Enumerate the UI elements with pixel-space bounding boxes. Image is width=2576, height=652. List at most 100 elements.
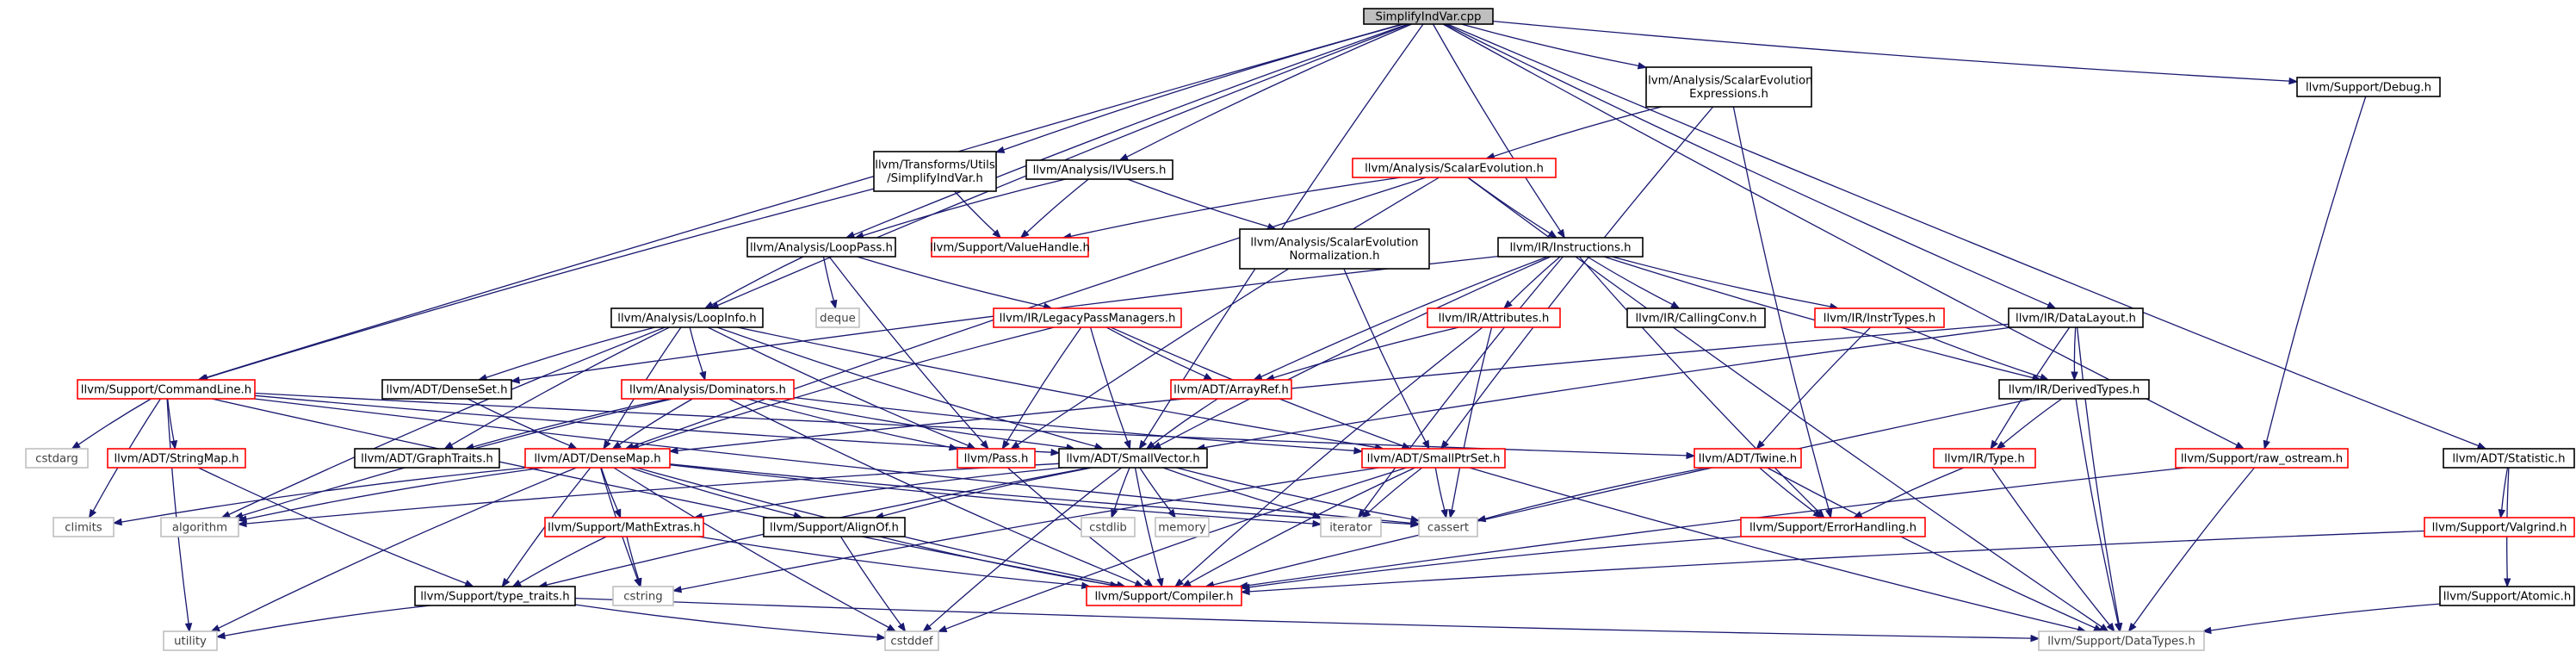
edge-twine-to-datatypes (1767, 467, 2103, 632)
edge-root-to-tu_siv (994, 23, 1404, 153)
node-label: llvm/Analysis/Dominators.h (629, 383, 786, 396)
node-commandline[interactable]: llvm/Support/CommandLine.h (77, 379, 256, 400)
edge-attributes-to-cassert (1448, 326, 1493, 519)
node-compiler[interactable]: llvm/Support/Compiler.h (1086, 586, 1242, 606)
node-atomic[interactable]: llvm/Support/Atomic.h (2439, 586, 2575, 606)
edge-root-to-sev_expr (1461, 23, 1648, 70)
node-type[interactable]: llvm/IR/Type.h (1933, 448, 2036, 469)
node-box (2008, 307, 2144, 328)
node-arrayref[interactable]: llvm/ADT/ArrayRef.h (1170, 379, 1292, 400)
edge-smallvector-to-mathextras (692, 467, 1063, 520)
node-derivedtypes[interactable]: llvm/IR/DerivedTypes.h (1998, 379, 2150, 400)
node-ivusers[interactable]: llvm/Analysis/IVUsers.h (1025, 159, 1173, 180)
node-box (1998, 379, 2150, 400)
node-raw-ostream[interactable]: llvm/Support/raw_ostream.h (2175, 448, 2349, 469)
node-statistic[interactable]: llvm/ADT/Statistic.h (2443, 448, 2575, 469)
edge-root-to-looppass (845, 23, 1409, 239)
node-box (2175, 448, 2349, 469)
node-label: SimplifyIndVar.cpp (1376, 10, 1482, 23)
node-label: llvm/IR/Attributes.h (1439, 312, 1550, 325)
node-box (1058, 448, 1208, 469)
node-box (957, 448, 1036, 469)
edge-attributes-to-compiler (1173, 326, 1483, 587)
node-mathextras[interactable]: llvm/Support/MathExtras.h (544, 517, 704, 537)
edge-sev_norm-to-smallptrset (1343, 268, 1430, 450)
edge-smallptrset-to-cstddef (937, 467, 1407, 633)
node-instructions[interactable]: llvm/IR/Instructions.h (1497, 237, 1644, 258)
node-sev[interactable]: llvm/Analysis/ScalarEvolution.h (1352, 158, 1557, 178)
node-label: llvm/ADT/SmallPtrSet.h (1367, 452, 1501, 465)
edge-commandline-to-cstdarg (71, 398, 152, 450)
node-smallptrset[interactable]: llvm/ADT/SmallPtrSet.h (1361, 448, 1506, 469)
node-climits: climits (53, 517, 115, 537)
edge-smallptrset-to-iterator (1361, 467, 1423, 518)
node-sev-expr[interactable]: llvm/Analysis/ScalarEvolutionExpressions… (1644, 66, 1813, 108)
node-denseset[interactable]: llvm/ADT/DenseSet.h (381, 379, 512, 400)
node-cassert: cassert (1418, 517, 1478, 537)
node-label: llvm/ADT/Twine.h (1699, 452, 1797, 465)
node-box (1155, 517, 1210, 537)
edge-mathextras-to-cstring (626, 536, 642, 588)
node-box (2443, 448, 2575, 469)
node-label: Normalization.h (1289, 250, 1379, 263)
edge-commandline-to-smallvector (254, 394, 1061, 456)
edge-datalayout-to-smallvector (1195, 326, 2013, 451)
node-twine[interactable]: llvm/ADT/Twine.h (1694, 448, 1802, 469)
edge-root-to-instructions (1432, 23, 1565, 239)
node-errorhandling[interactable]: llvm/Support/ErrorHandling.h (1740, 517, 1926, 537)
node-debug[interactable]: llvm/Support/Debug.h (2296, 77, 2441, 97)
node-label: utility (174, 635, 207, 648)
node-graphtraits[interactable]: llvm/ADT/GraphTraits.h (354, 448, 500, 469)
node-valuehandle[interactable]: llvm/Support/ValueHandle.h (930, 237, 1090, 258)
edge-densemap-to-climits (112, 467, 527, 526)
node-label: deque (820, 312, 856, 325)
node-box (1427, 307, 1561, 328)
node-label: llvm/Support/MathExtras.h (548, 521, 701, 534)
node-loopinfo[interactable]: llvm/Analysis/LoopInfo.h (610, 307, 764, 328)
node-label: llvm/ADT/DenseMap.h (534, 452, 660, 465)
node-sev-norm[interactable]: llvm/Analysis/ScalarEvolutionNormalizati… (1239, 228, 1430, 270)
node-root[interactable]: SimplifyIndVar.cpp (1363, 8, 1494, 25)
edge-twine-to-cassert (1476, 467, 1707, 523)
node-label: cassert (1427, 521, 1469, 534)
node-stringmap[interactable]: llvm/ADT/StringMap.h (107, 448, 246, 469)
edge-tu_siv-to-commandline (198, 188, 875, 382)
edge-smallvector-to-cstddef (922, 467, 1123, 632)
edge-dominators-to-compiler (728, 398, 1144, 587)
node-iterator: iterator (1320, 517, 1382, 537)
node-box (612, 586, 674, 606)
edge-mathextras-to-compiler (698, 536, 1092, 589)
node-box (107, 448, 246, 469)
node-box (381, 379, 512, 400)
node-box (1081, 517, 1136, 537)
edge-alignof-to-compiler (879, 536, 1120, 589)
node-label: llvm/ADT/ArrayRef.h (1173, 383, 1289, 396)
node-tu-siv[interactable]: llvm/Transforms/Utils/SimplifyIndVar.h (873, 151, 997, 192)
edge-commandline-to-utility (166, 398, 193, 633)
node-label: llvm/ADT/Statistic.h (2452, 452, 2565, 465)
node-datatypes: llvm/Support/DataTypes.h (2038, 630, 2205, 651)
node-dominators[interactable]: llvm/Analysis/Dominators.h (621, 379, 795, 400)
edge-smallvector-to-iterator (1162, 467, 1322, 519)
node-label: llvm/Support/ErrorHandling.h (1749, 521, 1917, 534)
node-box (1025, 159, 1173, 180)
edge-typetraits-to-cstddef (574, 604, 887, 641)
node-label: llvm/Pass.h (964, 452, 1029, 465)
node-alignof[interactable]: llvm/Support/AlignOf.h (763, 517, 906, 537)
node-label: llvm/ADT/GraphTraits.h (361, 452, 493, 465)
node-pass[interactable]: llvm/Pass.h (957, 448, 1036, 469)
node-densemap[interactable]: llvm/ADT/DenseMap.h (524, 448, 671, 469)
node-typetraits[interactable]: llvm/Support/type_traits.h (414, 586, 576, 606)
edge-densemap-to-alignof (629, 467, 803, 519)
node-smallvector[interactable]: llvm/ADT/SmallVector.h (1058, 448, 1208, 469)
node-callingconv[interactable]: llvm/IR/CallingConv.h (1626, 307, 1766, 328)
node-box (354, 448, 500, 469)
node-attributes[interactable]: llvm/IR/Attributes.h (1427, 307, 1561, 328)
node-valgrind[interactable]: llvm/Support/Valgrind.h (2424, 517, 2575, 537)
node-legacypm[interactable]: llvm/IR/LegacyPassManagers.h (993, 307, 1182, 328)
node-instrtypes[interactable]: llvm/IR/InstrTypes.h (1814, 307, 1945, 328)
node-looppass[interactable]: llvm/Analysis/LoopPass.h (746, 237, 896, 258)
edge-loopinfo-to-algorithm (220, 326, 666, 518)
node-datalayout[interactable]: llvm/IR/DataLayout.h (2008, 307, 2144, 328)
